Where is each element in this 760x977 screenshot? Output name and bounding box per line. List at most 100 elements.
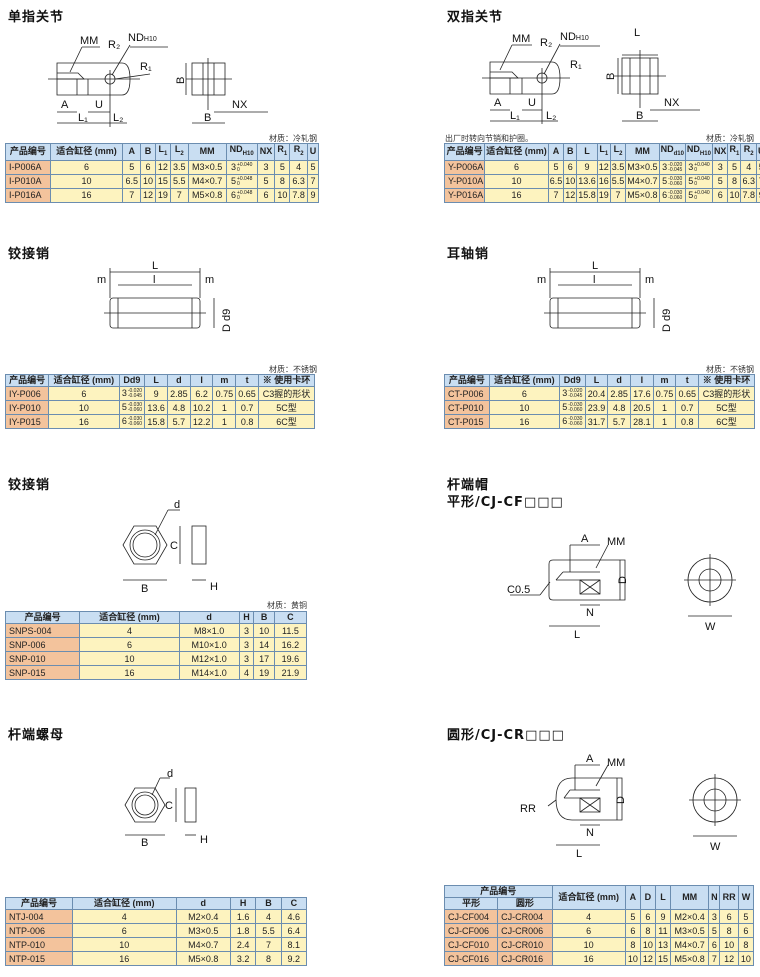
value-cell: 5.7 [607, 414, 631, 429]
value-cell: 6 [71, 923, 177, 938]
tolerance-lower: -0.060 [127, 420, 143, 427]
tolerance-upper: +0.048 [236, 175, 253, 182]
label-n: N [586, 607, 594, 619]
label-l: L [634, 27, 640, 39]
value-cell: M3×0.5 [625, 159, 660, 175]
header-text: R [277, 144, 284, 154]
product-code-cell: Y-P016A [443, 187, 486, 203]
value-cell: 2.4 [229, 937, 257, 952]
value-cell: M4×0.7 [625, 173, 660, 189]
label-l2: L₂ [546, 110, 556, 122]
value-cell: 6.3 [289, 173, 309, 189]
header-text: ND [660, 144, 674, 154]
header-text: ※ 使用卡环 [262, 375, 311, 385]
value-cell: 0.7 [675, 400, 700, 415]
header-text: MM [634, 146, 650, 157]
value-cell: 5 [307, 159, 319, 175]
column-header: L [654, 885, 671, 910]
value-cell: 10 [48, 400, 120, 415]
value-cell: 14 [253, 637, 275, 652]
header-text: t [685, 375, 689, 385]
flat-cap-drawing [510, 544, 736, 627]
column-header: ※ 使用卡环 [257, 374, 316, 387]
label-l2: L₂ [113, 112, 123, 124]
value-cell: 5-0.030-0.060 [118, 400, 146, 415]
value-cell: 3 [238, 651, 255, 666]
label-u: U [528, 97, 536, 109]
value-cell: 4 [238, 665, 255, 680]
value-cell: M12×1.0 [178, 651, 240, 666]
header-text: W [741, 892, 751, 902]
value-cell: 0.75 [652, 386, 677, 401]
single-knuckle-drawing [48, 44, 268, 127]
product-code-cell: NTJ-004 [5, 909, 73, 924]
column-header: B [563, 143, 578, 161]
column-header: R2 [740, 143, 757, 161]
product-code-cell: CJ-CF004 [443, 909, 499, 924]
header-text: U [309, 146, 317, 157]
column-header: R1 [274, 143, 291, 161]
value-cell: 9 [756, 187, 760, 203]
column-header: d [167, 374, 191, 387]
tolerance-lower: -0.045 [127, 392, 143, 399]
value-cell: 5C型 [257, 400, 316, 415]
column-header: MM [669, 885, 710, 910]
value-cell: 10 [71, 937, 177, 952]
header-text: m [660, 375, 669, 385]
value-cell: 5.5 [609, 173, 627, 189]
value-cell: 8 [727, 173, 742, 189]
double-knuckle-labels: MM R₂ NDH10 R₁ A U L₁ L₂ L B NX B [494, 27, 680, 122]
value-cell: 16 [71, 951, 177, 966]
header-text: t [245, 375, 249, 385]
header-text: Dd9 [123, 375, 141, 385]
column-header: A [624, 885, 641, 910]
tolerance: -0.030-0.060 [568, 416, 582, 427]
value-cell: 12.2 [189, 414, 214, 429]
rod-end-nut-labels: d C B H [141, 768, 208, 849]
hex-nut-labels: d C B H [141, 499, 218, 595]
tolerance-upper: -0.020 [568, 387, 583, 394]
value-cell: 10.2 [189, 400, 214, 415]
material-note: 材质：冷轧钢 [706, 134, 754, 143]
round-cap-drawing [547, 764, 741, 846]
value-cell: 6 [484, 159, 549, 175]
product-code-cell: IY-P015 [4, 414, 50, 429]
value-cell: 5 [122, 159, 142, 175]
column-header: 圆形 [497, 897, 553, 910]
tolerance: -0.030-0.060 [568, 402, 582, 413]
column-header: L [584, 374, 609, 387]
value-cell: 12 [140, 187, 156, 203]
value-cell: 15.8 [576, 187, 598, 203]
label-l: L [576, 848, 582, 860]
product-code-cell: I-P016A [5, 187, 51, 203]
label-r1: R₁ [140, 61, 152, 73]
column-header: R2 [289, 143, 309, 161]
column-header: L2 [609, 143, 627, 161]
value-cell: 11 [654, 923, 671, 938]
value-cell: 3-0.020-0.045 [558, 386, 586, 401]
tolerance: -0.020-0.045 [668, 162, 682, 173]
value-cell: 17.6 [630, 386, 654, 401]
label-b: B [141, 583, 148, 595]
header-text: H [243, 612, 250, 622]
value-cell: 6 [488, 386, 560, 401]
label-nx: NX [664, 97, 680, 109]
value-cell: 10 [737, 951, 755, 966]
tolerance-upper: +0.040 [694, 189, 710, 196]
section-title-rod-end-cap: 杆端帽 [447, 478, 490, 493]
product-code-cell: Y-P006A [443, 159, 486, 175]
header-text: 适合缸径 (mm) [99, 612, 160, 622]
value-cell: 7 [255, 937, 282, 952]
tolerance-lower: -0.060 [127, 406, 143, 413]
value-cell: 10 [140, 173, 156, 189]
value-cell: 7 [169, 187, 189, 203]
product-code-cell: IY-P010 [4, 400, 50, 415]
column-header: R1 [727, 143, 742, 161]
